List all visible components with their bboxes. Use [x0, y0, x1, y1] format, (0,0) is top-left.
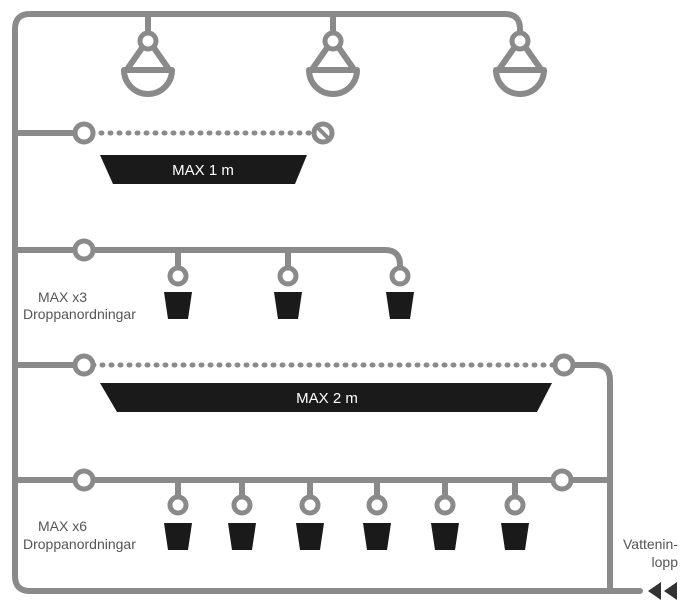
connector-icon	[552, 353, 576, 377]
hanging-baskets	[121, 11, 547, 97]
row-max-x3: MAX x3 Droppanordningar	[12, 238, 414, 322]
pot-icon	[431, 494, 459, 550]
inlet-label-line1: Vattenin-	[623, 536, 678, 552]
connector-icon	[72, 238, 96, 262]
max-x6-label: MAX x6	[38, 518, 87, 534]
connector-icon	[72, 353, 96, 377]
droppanordningar-label: Droppanordningar	[23, 306, 136, 322]
droppanordningar-label: Droppanordningar	[23, 536, 136, 552]
pot-icon	[228, 494, 256, 550]
connector-icon	[72, 121, 96, 145]
max-1m-label: MAX 1 m	[172, 162, 234, 179]
end-plug-icon	[311, 121, 335, 145]
pot-icon	[164, 265, 192, 319]
pot-icon	[164, 494, 192, 550]
hanging-basket-icon	[121, 30, 175, 97]
hanging-basket-icon	[493, 30, 547, 97]
pot-icon	[296, 494, 324, 550]
pot-icon	[386, 265, 414, 319]
connector-icon	[550, 468, 574, 492]
hanging-basket-icon	[306, 30, 360, 97]
pot-icon	[274, 265, 302, 319]
max-1m-bar	[100, 155, 307, 184]
inlet-label-line2: lopp	[652, 554, 679, 570]
max-2m-label: MAX 2 m	[296, 390, 358, 407]
water-inlet: Vattenin- lopp	[623, 536, 678, 600]
main-supply-pipe	[12, 11, 643, 594]
row-max-2m: MAX 2 m	[12, 353, 613, 594]
pot-icon	[501, 494, 529, 550]
row-max-1m: MAX 1 m	[12, 121, 335, 184]
double-left-arrow-icon	[648, 582, 677, 600]
max-2m-bar	[100, 383, 552, 412]
row-max-x6: MAX x6 Droppanordningar	[12, 468, 613, 552]
connector-icon	[72, 468, 96, 492]
max-x3-label: MAX x3	[38, 289, 87, 305]
pot-icon	[363, 494, 391, 550]
